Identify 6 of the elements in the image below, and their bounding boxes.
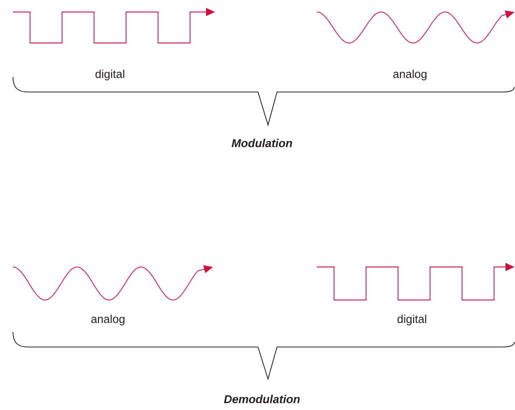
signal-label: analog bbox=[91, 314, 124, 326]
signal-label: analog bbox=[393, 70, 426, 80]
heading: Demodulation bbox=[224, 394, 300, 404]
signal-label: digital bbox=[96, 70, 124, 80]
heading: Modulation bbox=[232, 138, 292, 148]
signal-label: digital bbox=[398, 314, 426, 326]
